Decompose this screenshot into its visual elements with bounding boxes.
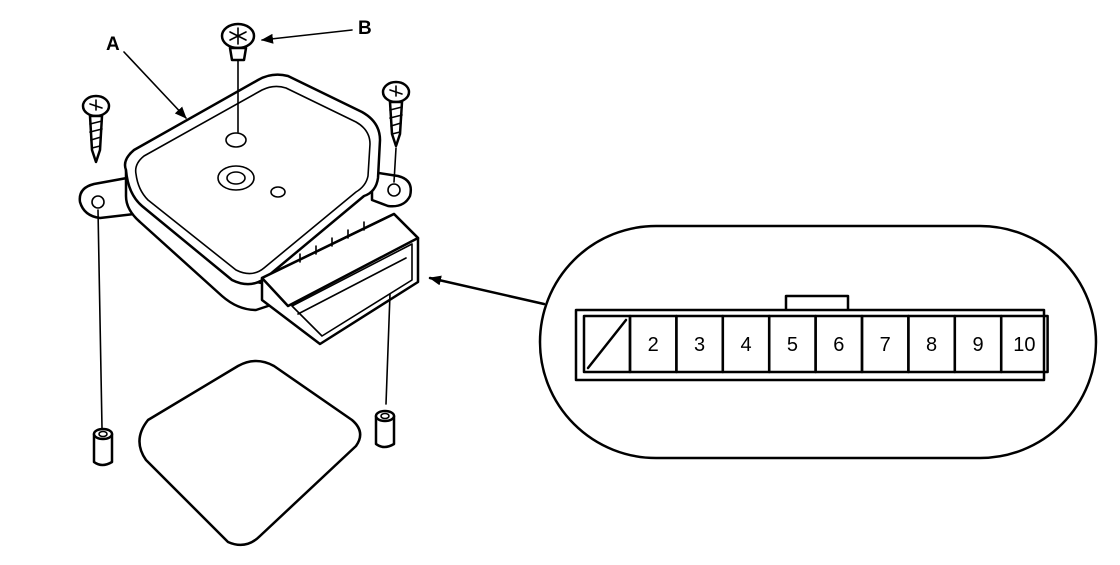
connector-shell bbox=[574, 308, 1046, 382]
connector-detail-frame bbox=[538, 224, 1098, 460]
right-screw-thread bbox=[389, 106, 403, 135]
screw-b bbox=[220, 22, 256, 133]
connector-housing-front bbox=[260, 212, 420, 308]
callout-b-label: B bbox=[358, 18, 372, 39]
connector-detail: 2 3 4 5 6 7 8 9 10 bbox=[538, 224, 1098, 460]
connector-pin-9-label: 9 bbox=[972, 334, 983, 356]
connector-pin-10-cell bbox=[999, 314, 1049, 374]
gasket-pad bbox=[138, 359, 362, 547]
center-boss-inner bbox=[226, 171, 246, 185]
left-guide-line bbox=[97, 209, 103, 429]
connector-pin-cells: 2 3 4 5 6 7 8 9 10 bbox=[628, 314, 1049, 374]
right-guide-line-lower bbox=[385, 293, 391, 405]
connector-detail-arrow bbox=[428, 275, 546, 306]
right-guide-line-upper bbox=[393, 147, 397, 183]
callout-a-label: A bbox=[106, 34, 120, 55]
connector-socket-opening bbox=[291, 243, 413, 337]
right-mounting-hole bbox=[387, 183, 401, 197]
connector-pin-7-label: 7 bbox=[880, 334, 891, 356]
connector-pin-1-slash bbox=[586, 318, 628, 370]
connector-pin-4-label: 4 bbox=[740, 334, 751, 356]
housing-ridge-marks bbox=[299, 221, 365, 263]
screw-b-shank bbox=[228, 46, 248, 62]
connector-pin-2-label: 2 bbox=[648, 334, 659, 356]
left-tapping-screw bbox=[81, 94, 111, 429]
left-screw-drive-icon bbox=[89, 99, 103, 111]
connector-pin-3-label: 3 bbox=[694, 334, 705, 356]
connector-pin-6-label: 6 bbox=[833, 334, 844, 356]
right-mounting-flange bbox=[370, 170, 412, 208]
right-screw-drive-icon bbox=[389, 85, 403, 97]
connector-socket-line bbox=[297, 257, 407, 315]
callout-b-arrow bbox=[261, 29, 353, 44]
top-screw-hole bbox=[225, 132, 247, 148]
screw-b-drive-icon bbox=[229, 27, 247, 45]
housing-top-rim bbox=[134, 85, 371, 275]
connector-pin-10-label: 10 bbox=[1013, 334, 1035, 356]
right-spacer-collar bbox=[374, 409, 396, 449]
connector-pin-8-label: 8 bbox=[926, 334, 937, 356]
callout-a-arrow bbox=[123, 51, 187, 119]
left-spacer-collar bbox=[92, 427, 114, 467]
center-boss-outer bbox=[217, 165, 255, 191]
left-screw-thread bbox=[89, 120, 103, 149]
left-mounting-hole bbox=[91, 195, 105, 209]
small-boss bbox=[270, 186, 286, 198]
connector-pin-5-label: 5 bbox=[787, 334, 798, 356]
right-tapping-screw bbox=[381, 80, 411, 405]
control-unit-a bbox=[78, 73, 420, 346]
